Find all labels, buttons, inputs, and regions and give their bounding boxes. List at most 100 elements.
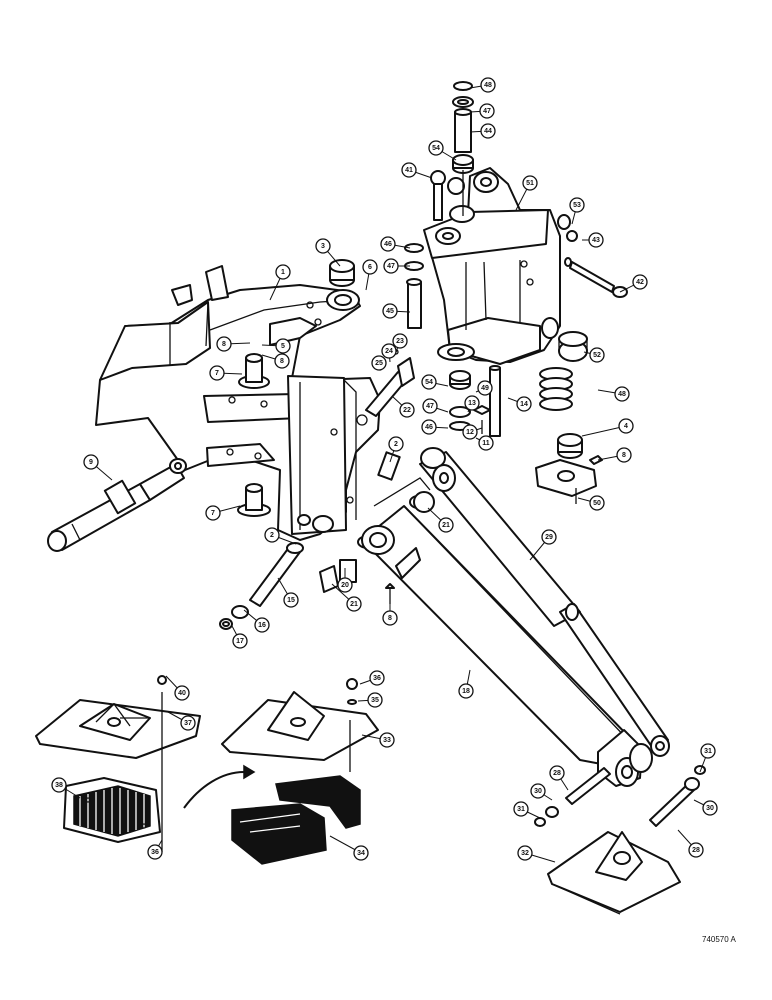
callout-circle (399, 402, 415, 418)
callout-number: 12 (466, 429, 474, 436)
callout-circle (428, 140, 444, 156)
callout-2: 2 (264, 527, 297, 545)
callout-number: 45 (386, 308, 394, 315)
callout-number: 40 (178, 690, 186, 697)
lower-pin-stack-part (404, 243, 501, 437)
callout-13: 13 (464, 395, 480, 413)
callout-45: 45 (382, 303, 411, 319)
callout-7: 7 (205, 505, 241, 521)
callout-number: 46 (425, 424, 433, 431)
callout-23: 23 (392, 333, 408, 356)
callout-number: 31 (517, 806, 525, 813)
callout-circle (337, 577, 353, 593)
callout-number: 48 (484, 82, 492, 89)
callout-38: 38 (51, 777, 81, 799)
swing-post-part (423, 167, 561, 365)
callout-circle (216, 336, 232, 352)
callout-number: 49 (481, 385, 489, 392)
callout-number: 14 (520, 401, 528, 408)
callout-number: 36 (373, 675, 381, 682)
callout-46: 46 (421, 419, 449, 435)
callout-number: 3 (321, 243, 325, 250)
callout-number: 35 (371, 697, 379, 704)
callout-circle (369, 670, 385, 686)
callout-number: 1 (281, 269, 285, 276)
callout-8: 8 (216, 336, 251, 352)
callout-circle (569, 197, 585, 213)
callout-circle (479, 103, 495, 119)
callout-circle (462, 424, 478, 440)
callout-number: 33 (383, 737, 391, 744)
callout-49: 49 (475, 380, 493, 396)
callout-18: 18 (458, 669, 474, 699)
callout-circle (421, 374, 437, 390)
callout-number: 30 (706, 805, 714, 812)
callout-circle (618, 418, 634, 434)
callout-number: 52 (593, 352, 601, 359)
callout-47: 47 (469, 103, 495, 119)
callout-8: 8 (261, 353, 290, 369)
callout-30: 30 (530, 783, 553, 801)
callout-circle (388, 436, 404, 452)
callout-circle (379, 732, 395, 748)
callout-16: 16 (243, 609, 270, 633)
callout-circle (517, 845, 533, 861)
callout-31: 31 (513, 801, 541, 819)
callout-circle (516, 396, 532, 412)
callout-43: 43 (582, 232, 604, 248)
pivot-pin-part (237, 353, 271, 517)
callout-circle (283, 592, 299, 608)
callout-12: 12 (462, 424, 483, 440)
callout-3: 3 (315, 238, 341, 267)
callout-circle (174, 685, 190, 701)
callout-circle (458, 683, 474, 699)
callout-circle (530, 783, 546, 799)
callout-30: 30 (693, 799, 718, 816)
callout-number: 2 (270, 532, 274, 539)
callout-number: 4 (624, 423, 628, 430)
callout-circle (315, 238, 331, 254)
callout-number: 30 (534, 788, 542, 795)
callout-number: 11 (482, 440, 490, 447)
callout-number: 25 (375, 360, 383, 367)
callout-number: 20 (341, 582, 349, 589)
callout-circle (702, 800, 718, 816)
callout-circle (383, 258, 399, 274)
callout-14: 14 (507, 396, 532, 412)
callout-number: 34 (357, 850, 365, 857)
callout-33: 33 (361, 732, 395, 748)
callout-circle (380, 236, 396, 252)
callout-circle (464, 395, 480, 411)
pad-assembly-part (35, 675, 201, 852)
callout-number: 31 (704, 748, 712, 755)
callout-number: 32 (521, 850, 529, 857)
callout-circle (700, 743, 716, 759)
callout-circle (422, 398, 438, 414)
callout-34: 34 (329, 835, 369, 861)
callout-circle (480, 123, 496, 139)
callout-circle (371, 355, 387, 371)
callout-50: 50 (577, 495, 605, 511)
callout-circle (274, 353, 290, 369)
callout-circle (362, 259, 378, 275)
callout-circle (382, 303, 398, 319)
callout-circle (209, 365, 225, 381)
spring-stack-part (539, 367, 573, 411)
callout-circle (589, 495, 605, 511)
callout-number: 38 (55, 782, 63, 789)
boom-swing-cylinder-part (361, 477, 653, 787)
callout-circle (232, 633, 248, 649)
bearing-cap-part (329, 259, 583, 459)
callout-number: 48 (618, 391, 626, 398)
callout-number: 16 (258, 622, 266, 629)
callout-number: 54 (432, 145, 440, 152)
callout-21: 21 (427, 507, 454, 533)
callout-number: 36 (151, 849, 159, 856)
callout-37: 37 (167, 711, 196, 731)
swing-frame-part (95, 265, 381, 541)
callout-circle (367, 692, 383, 708)
callout-number: 21 (442, 522, 450, 529)
callout-number: 54 (425, 379, 433, 386)
callout-number: 46 (384, 241, 392, 248)
callout-6: 6 (362, 259, 378, 291)
